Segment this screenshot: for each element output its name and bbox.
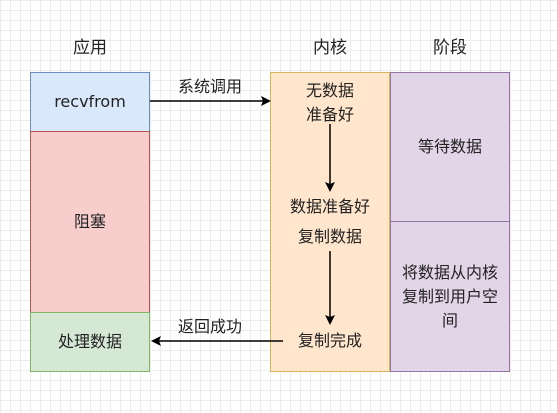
recvfrom-box: recvfrom [30, 72, 150, 132]
return-arrowhead [151, 336, 161, 346]
return-success-label: 返回成功 [177, 317, 242, 336]
kernel-copy-done-label: 复制完成 [297, 331, 362, 350]
phase-wait-label: 等待数据 [417, 137, 482, 156]
process-data-label: 处理数据 [57, 332, 122, 351]
syscall-label: 系统调用 [177, 77, 242, 96]
phase-copy-label: 将数据从内核 复制到用户空 间 [401, 262, 498, 330]
syscall-arrowhead [261, 96, 271, 106]
header-kernel: 内核 [313, 38, 347, 58]
header-phase: 阶段 [433, 38, 467, 58]
kernel-no-data-label: 无数据 准备好 [305, 81, 354, 124]
blocked-label: 阻塞 [73, 212, 106, 231]
recvfrom-label: recvfrom [54, 92, 126, 111]
kernel-down-arrowhead-2 [325, 315, 335, 325]
kernel-data-ready-label: 数据准备好 [289, 197, 370, 216]
kernel-copy-data-label: 复制数据 [297, 227, 362, 246]
kernel-down-arrowhead-1 [325, 182, 335, 192]
header-app: 应用 [73, 38, 107, 58]
blocked-box: 阻塞 [30, 131, 150, 313]
phase-wait-box: 等待数据 [390, 72, 510, 222]
process-data-box: 处理数据 [30, 312, 150, 372]
phase-copy-box: 将数据从内核 复制到用户空 间 [390, 221, 510, 372]
